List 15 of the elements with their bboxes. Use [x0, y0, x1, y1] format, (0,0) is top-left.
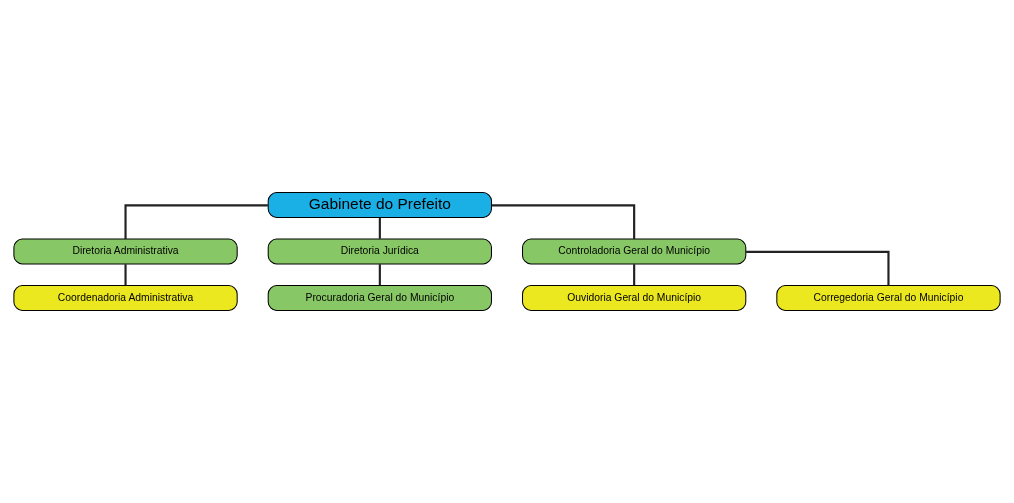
connector — [124, 264, 127, 286]
connector — [633, 264, 636, 286]
node-box: Diretoria Jurídica — [267, 238, 492, 265]
connector — [746, 250, 890, 286]
node-box: Corregedoria Geral do Município — [776, 285, 1001, 312]
node-box: Ouvidoria Geral do Município — [522, 285, 747, 312]
connector — [491, 204, 636, 239]
node-box: Controladoria Geral do Município — [522, 238, 747, 265]
connector — [378, 264, 381, 286]
node-box: Gabinete do Prefeito — [267, 191, 492, 218]
node-box: Diretoria Administrativa — [13, 238, 238, 265]
node-box: Coordenadoria Administrativa — [13, 285, 238, 312]
node-box: Procuradoria Geral do Município — [267, 285, 492, 312]
connector — [124, 204, 268, 239]
connector — [378, 217, 381, 239]
